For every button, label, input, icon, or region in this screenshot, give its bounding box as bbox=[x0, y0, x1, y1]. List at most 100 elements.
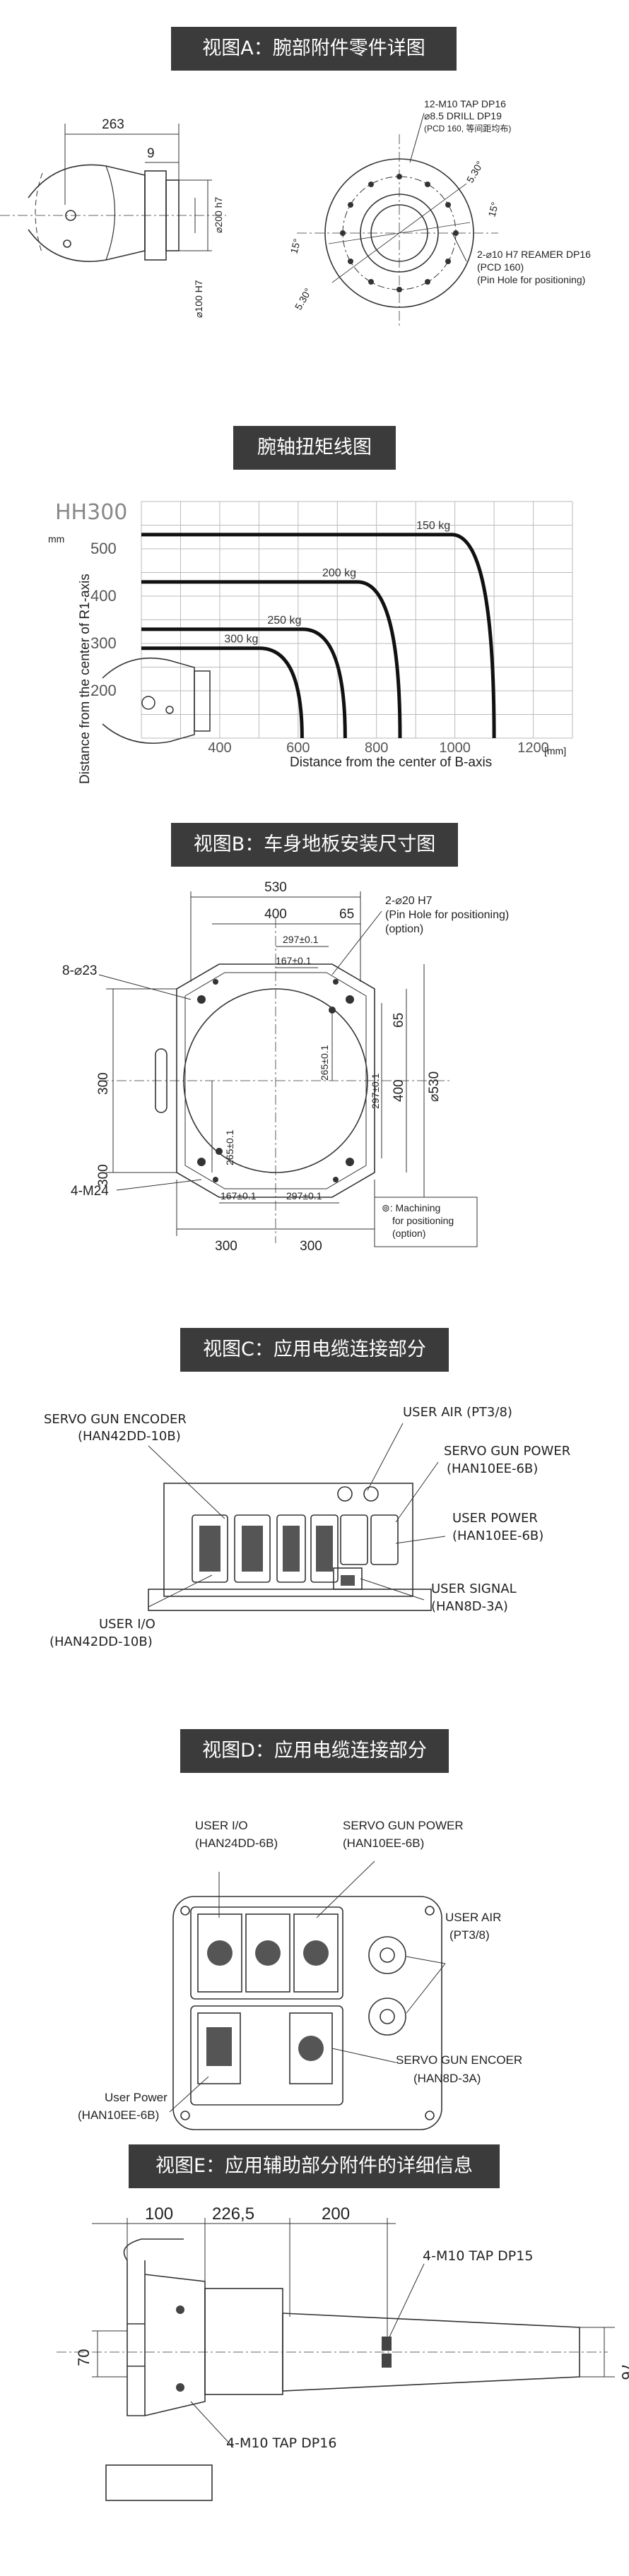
mach-note-3: (option) bbox=[392, 1228, 425, 1239]
section-b-drawing: 530 400 65 297±0.1 167±0.1 8-⌀23 300 300… bbox=[62, 880, 509, 1254]
dim-200h7: ⌀200 h7 bbox=[213, 197, 224, 233]
dim-200: 200 bbox=[322, 2204, 350, 2224]
dim-167-bottom: 167±0.1 bbox=[221, 1190, 257, 1201]
hole-8-23: 8-⌀23 bbox=[62, 963, 97, 978]
c-sgp-2: (HAN10EE-6B) bbox=[447, 1461, 538, 1476]
y-tick-label: 300 bbox=[90, 634, 117, 652]
c-sgp-1: SERVO GUN POWER bbox=[444, 1444, 570, 1459]
dim-65: 65 bbox=[339, 907, 354, 922]
section-c-title: 视图C：应用电缆连接部分 bbox=[180, 1328, 449, 1372]
angle-1: 5.30° bbox=[464, 159, 486, 184]
dim-297-vert: 297±0.1 bbox=[370, 1073, 381, 1109]
dim-265-right: 265±0.1 bbox=[319, 1045, 330, 1081]
c-us-2: (HAN8D-3A) bbox=[431, 1599, 508, 1614]
section-a-title: 视图A：腕部附件零件详图 bbox=[171, 27, 457, 71]
pin-note-2: (Pin Hole for positioning) bbox=[385, 909, 509, 921]
d-uio-2: (HAN24DD-6B) bbox=[195, 1836, 278, 1850]
d-sgp-1: SERVO GUN POWER bbox=[343, 1819, 464, 1832]
series-label: 300 kg bbox=[224, 634, 258, 646]
dim-70: 70 bbox=[75, 2349, 93, 2366]
dim-530: 530 bbox=[264, 880, 287, 895]
d-air-2: (PT3/8) bbox=[449, 1928, 490, 1942]
section-e-title: 视图E：应用辅助部分附件的详细信息 bbox=[129, 2144, 500, 2188]
section-b-title: 视图B：车身地板安装尺寸图 bbox=[171, 823, 458, 867]
mach-note-1: ⊚: Machining bbox=[382, 1202, 440, 1213]
y-tick-label: 200 bbox=[90, 682, 117, 699]
dim-300-b1: 300 bbox=[215, 1239, 237, 1254]
c-up-1: USER POWER bbox=[452, 1511, 538, 1526]
x-tick-label: 1200 bbox=[517, 740, 549, 756]
dim-263: 263 bbox=[102, 117, 124, 132]
c-sge-2: (HAN42DD-10B) bbox=[78, 1429, 181, 1444]
d-up-1: User Power bbox=[105, 2091, 167, 2104]
d-uio-1: USER I/O bbox=[195, 1819, 248, 1832]
tap-note-1: 4-M10 TAP DP15 bbox=[423, 2248, 533, 2264]
dim-297-bottom: 297±0.1 bbox=[286, 1190, 322, 1201]
dim-226-5: 226,5 bbox=[212, 2204, 254, 2224]
section-c-drawing: SERVO GUN ENCODER (HAN42DD-10B) USER AIR… bbox=[44, 1405, 570, 1649]
torque-chart: HH300 mm Distance from the center of R1-… bbox=[48, 500, 573, 784]
dim-9: 9 bbox=[147, 146, 155, 161]
dim-100H7: ⌀100 H7 bbox=[193, 280, 204, 318]
dim-265-left: 265±0.1 bbox=[224, 1129, 235, 1165]
note-pcd: (PCD 160, 等间距均布) bbox=[424, 124, 511, 133]
y-tick-label: 400 bbox=[90, 587, 117, 605]
c-air: USER AIR (PT3/8) bbox=[403, 1405, 512, 1420]
chart-model: HH300 bbox=[55, 500, 127, 525]
torque-curve bbox=[141, 533, 496, 739]
chart-ylabel: Distance from the center of R1-axis bbox=[78, 574, 93, 784]
c-uio-1: USER I/O bbox=[99, 1617, 155, 1632]
d-sgp-2: (HAN10EE-6B) bbox=[343, 1836, 424, 1850]
pin-note-1: 2-⌀20 H7 bbox=[385, 895, 433, 907]
d-sge-2: (HAN8D-3A) bbox=[413, 2072, 481, 2085]
thread-m24: 4-M24 bbox=[71, 1184, 109, 1199]
note-pcd160: (PCD 160) bbox=[477, 261, 524, 273]
pin-note-3: (option) bbox=[385, 923, 423, 935]
note-reamer: 2-⌀10 H7 REAMER DP16 bbox=[477, 249, 591, 260]
x-tick-label: 800 bbox=[365, 740, 388, 756]
d-air-1: USER AIR bbox=[445, 1911, 501, 1924]
chart-mm: mm bbox=[48, 533, 64, 545]
section-a-drawing: 263 9 ⌀200 h7 ⌀100 H7 12-M10 TAP DP16 ⌀8… bbox=[0, 98, 591, 328]
note-pin-hole: (Pin Hole for positioning) bbox=[477, 274, 585, 285]
angle-3: 15° bbox=[288, 237, 302, 255]
dim-297-top: 297±0.1 bbox=[283, 934, 319, 945]
angle-4: 5.30° bbox=[293, 286, 314, 311]
series-label: 200 kg bbox=[322, 567, 356, 579]
d-sge-1: SERVO GUN ENCOER bbox=[396, 2053, 522, 2067]
torque-title: 腕轴扭矩线图 bbox=[233, 426, 396, 470]
section-e-drawing: 100 226,5 200 70 76 4-M10 TAP DP15 4-M10… bbox=[57, 2204, 629, 2501]
d-up-2: (HAN10EE-6B) bbox=[78, 2108, 159, 2122]
dim-530-dia: ⌀530 bbox=[427, 1072, 442, 1102]
torque-curve bbox=[141, 627, 347, 739]
note-drill: ⌀8.5 DRILL DP19 bbox=[424, 110, 502, 121]
dim-167-top: 167±0.1 bbox=[276, 955, 312, 966]
dim-300-top: 300 bbox=[96, 1072, 111, 1095]
mach-note-2: for positioning bbox=[392, 1215, 454, 1226]
dim-65-vert: 65 bbox=[392, 1013, 406, 1028]
chart-xunit: [mm] bbox=[544, 745, 566, 756]
c-up-2: (HAN10EE-6B) bbox=[452, 1529, 543, 1543]
dim-300-b2: 300 bbox=[300, 1239, 322, 1254]
torque-curve bbox=[141, 580, 402, 739]
c-uio-2: (HAN42DD-10B) bbox=[49, 1634, 153, 1649]
dim-76: 76 bbox=[618, 2363, 629, 2380]
chart-xlabel: Distance from the center of B-axis bbox=[290, 755, 492, 770]
dim-400: 400 bbox=[264, 907, 287, 922]
torque-curve bbox=[141, 646, 304, 739]
c-us-1: USER SIGNAL bbox=[431, 1581, 517, 1596]
series-label: 250 kg bbox=[267, 615, 301, 627]
x-tick-label: 600 bbox=[286, 740, 310, 756]
note-tap: 12-M10 TAP DP16 bbox=[424, 98, 506, 109]
tap-note-2: 4-M10 TAP DP16 bbox=[226, 2435, 336, 2451]
x-tick-label: 1000 bbox=[439, 740, 471, 756]
dim-400-vert: 400 bbox=[392, 1079, 406, 1102]
dim-100: 100 bbox=[145, 2204, 173, 2224]
series-label: 150 kg bbox=[416, 520, 450, 532]
section-d-drawing: USER I/O (HAN24DD-6B) SERVO GUN POWER (H… bbox=[78, 1819, 522, 2130]
c-sge-1: SERVO GUN ENCODER bbox=[44, 1412, 187, 1427]
section-d-title: 视图D：应用电缆连接部分 bbox=[180, 1729, 449, 1773]
dim-300-bottom: 300 bbox=[96, 1164, 111, 1187]
x-tick-label: 400 bbox=[208, 740, 231, 756]
angle-2: 15° bbox=[486, 201, 500, 218]
